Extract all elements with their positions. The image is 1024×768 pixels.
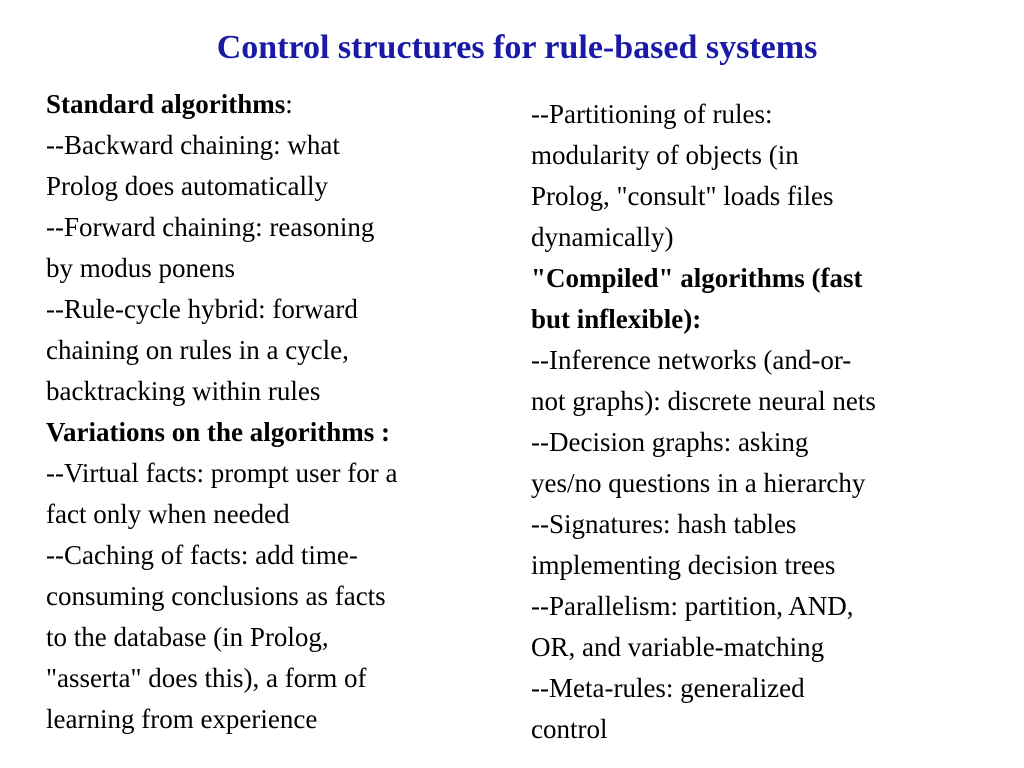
line-text: --Backward chaining: what	[46, 130, 340, 160]
right-line: "Compiled" algorithms (fast	[531, 258, 1001, 299]
right-line: --Partitioning of rules:	[531, 94, 1001, 135]
line-text: by modus ponens	[46, 253, 235, 283]
right-line: --Parallelism: partition, AND,	[531, 586, 1001, 627]
left-line: Prolog does automatically	[46, 166, 506, 207]
line-text: fact only when needed	[46, 499, 290, 529]
left-line: consuming conclusions as facts	[46, 576, 506, 617]
left-line: Standard algorithms:	[46, 84, 506, 125]
line-suffix: :	[285, 89, 293, 119]
left-line: Variations on the algorithms :	[46, 412, 506, 453]
left-line: --Virtual facts: prompt user for a	[46, 453, 506, 494]
right-line: --Inference networks (and-or-	[531, 340, 1001, 381]
right-line: --Meta-rules: generalized	[531, 668, 1001, 709]
right-column: --Partitioning of rules: modularity of ob…	[531, 94, 1001, 750]
left-line: chaining on rules in a cycle,	[46, 330, 506, 371]
left-line: --Caching of facts: add time-	[46, 535, 506, 576]
right-line: control	[531, 709, 1001, 750]
line-text: implementing decision trees	[531, 550, 836, 580]
line-text: yes/no questions in a hierarchy	[531, 468, 866, 498]
line-text: "asserta" does this), a form of	[46, 663, 367, 693]
left-line: --Rule-cycle hybrid: forward	[46, 289, 506, 330]
line-text: but inflexible):	[531, 304, 702, 334]
line-text: backtracking within rules	[46, 376, 321, 406]
line-text: --Partitioning of rules:	[531, 99, 773, 129]
right-line: but inflexible):	[531, 299, 1001, 340]
slide-title: Control structures for rule-based system…	[216, 29, 818, 66]
line-text: control	[531, 714, 608, 744]
line-text: --Forward chaining: reasoning	[46, 212, 375, 242]
left-line: fact only when needed	[46, 494, 506, 535]
line-text: chaining on rules in a cycle,	[46, 335, 349, 365]
right-line: implementing decision trees	[531, 545, 1001, 586]
left-line: learning from experience	[46, 699, 506, 740]
line-text: modularity of objects (in	[531, 140, 799, 170]
left-line: --Forward chaining: reasoning	[46, 207, 506, 248]
line-text: --Inference networks (and-or-	[531, 345, 852, 375]
left-column: Standard algorithms: --Backward chaining…	[46, 84, 506, 740]
line-text: --Rule-cycle hybrid: forward	[46, 294, 358, 324]
left-line: to the database (in Prolog,	[46, 617, 506, 658]
line-text: Prolog does automatically	[46, 171, 328, 201]
right-line: Prolog, "consult" loads files	[531, 176, 1001, 217]
line-text: Standard algorithms	[46, 89, 286, 119]
right-line: dynamically)	[531, 217, 1001, 258]
line-text: --Caching of facts: add time-	[46, 540, 358, 570]
line-text: consuming conclusions as facts	[46, 581, 386, 611]
line-text: --Virtual facts: prompt user for a	[46, 458, 398, 488]
right-line: not graphs): discrete neural nets	[531, 381, 1001, 422]
line-text: "Compiled" algorithms (fast	[531, 263, 863, 293]
line-text: OR, and variable-matching	[531, 632, 825, 662]
right-line: OR, and variable-matching	[531, 627, 1001, 668]
line-text: Prolog, "consult" loads files	[531, 181, 834, 211]
line-text: dynamically)	[531, 222, 674, 252]
line-text: learning from experience	[46, 704, 318, 734]
right-line: modularity of objects (in	[531, 135, 1001, 176]
left-line: backtracking within rules	[46, 371, 506, 412]
line-text: --Meta-rules: generalized	[531, 673, 805, 703]
right-line: yes/no questions in a hierarchy	[531, 463, 1001, 504]
line-text: --Decision graphs: asking	[531, 427, 809, 457]
left-line: "asserta" does this), a form of	[46, 658, 506, 699]
right-line: --Decision graphs: asking	[531, 422, 1001, 463]
line-text: --Parallelism: partition, AND,	[531, 591, 854, 621]
line-text: not graphs): discrete neural nets	[531, 386, 876, 416]
left-line: by modus ponens	[46, 248, 506, 289]
right-line: --Signatures: hash tables	[531, 504, 1001, 545]
line-text: Variations on the algorithms :	[46, 417, 391, 447]
line-text: to the database (in Prolog,	[46, 622, 329, 652]
line-text: --Signatures: hash tables	[531, 509, 797, 539]
left-line: --Backward chaining: what	[46, 125, 506, 166]
